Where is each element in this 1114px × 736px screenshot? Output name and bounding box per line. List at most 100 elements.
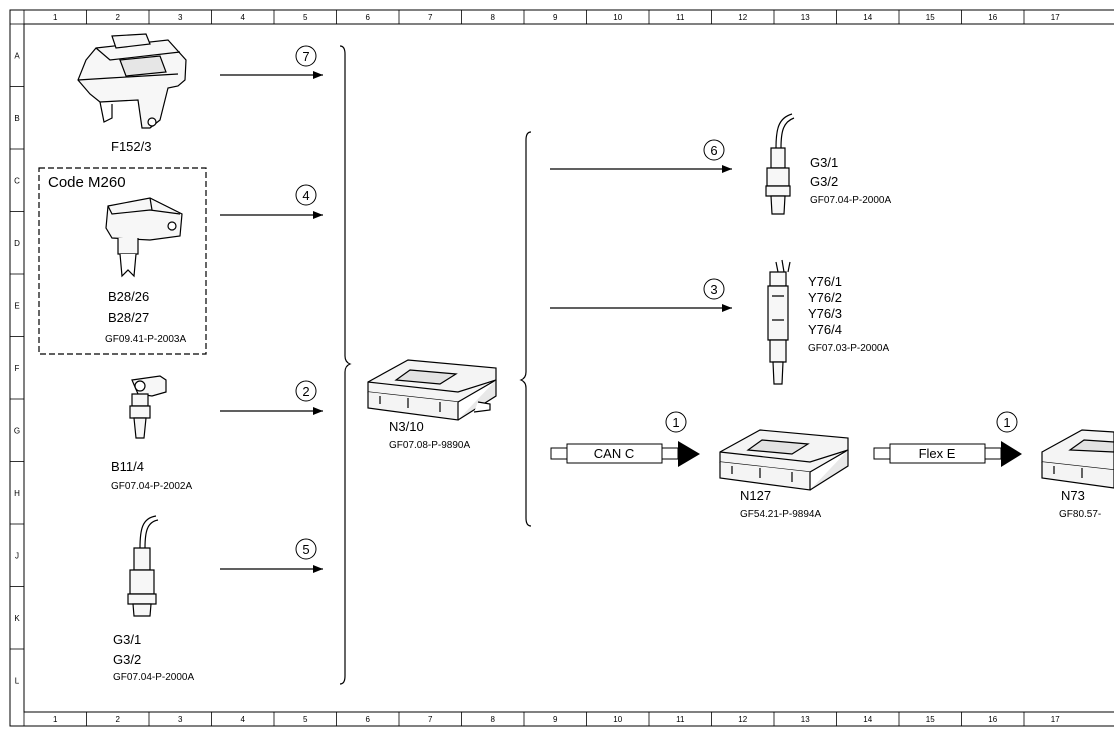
grid-row-letter: J [15, 551, 19, 560]
grid-row-letter: D [14, 239, 20, 248]
g3-left-oxygen-sensor-icon [127, 515, 159, 617]
y76-label-2: Y76/2 [808, 290, 842, 305]
signal-7-number: 7 [302, 49, 309, 64]
grid-column-number: 2 [116, 715, 121, 724]
g3-left-label-2: G3/2 [113, 652, 141, 667]
n3-label: N3/10 [389, 419, 424, 434]
grid-column-number: 7 [428, 13, 433, 22]
code-m260-option-box [38, 167, 207, 355]
n73-control-unit-icon [1041, 429, 1114, 489]
n127-control-unit-icon [719, 429, 849, 491]
grid-column-number: 11 [676, 715, 685, 724]
g3-right-label-1: G3/1 [810, 155, 838, 170]
grid-column-number: 15 [926, 715, 935, 724]
grid-column-number: 12 [738, 13, 747, 22]
grid-column-number: 11 [676, 13, 685, 22]
b28-sensor-icon [105, 197, 183, 278]
n127-ref: GF54.21-P-9894A [740, 509, 821, 520]
grid-column-number: 12 [738, 715, 747, 724]
can-c-label: CAN C [594, 446, 634, 461]
grid-row-letter: E [14, 301, 19, 310]
grid-row-letter: C [14, 176, 20, 185]
grid-column-number: 4 [241, 715, 246, 724]
g3-right-oxygen-sensor-icon [765, 113, 795, 215]
n73-ref: GF80.57- [1059, 509, 1101, 520]
g3-right-ref: GF07.04-P-2000A [810, 195, 891, 206]
grid-column-number: 10 [613, 13, 622, 22]
grid-column-number: 10 [613, 715, 622, 724]
drawing-frame [9, 9, 1114, 727]
signal-5-number: 5 [302, 542, 309, 557]
grid-row-letter: A [14, 51, 20, 60]
f152-component-icon [77, 33, 187, 129]
g3-left-ref: GF07.04-P-2000A [113, 672, 194, 683]
signal-6-number: 6 [710, 143, 717, 158]
n73-label: N73 [1061, 488, 1085, 503]
code-m260-label: Code M260 [48, 174, 126, 191]
grid-row-ruler: A B C D E F G H J K L [10, 23, 24, 685]
grid-row-letter: F [15, 364, 20, 373]
b28-ref: GF09.41-P-2003A [105, 334, 186, 345]
grid-column-number: 9 [553, 13, 558, 22]
input-brace [339, 45, 352, 685]
g3-right-label-2: G3/2 [810, 174, 838, 189]
signal-4-number: 4 [302, 188, 309, 203]
grid-column-number: 1 [53, 13, 58, 22]
grid-column-number: 6 [366, 13, 371, 22]
n3-ref: GF07.08-P-9890A [389, 440, 470, 451]
grid-column-number: 8 [491, 715, 496, 724]
signal-2-number: 2 [302, 384, 309, 399]
flex-e-label: Flex E [919, 446, 956, 461]
signal-1a-number: 1 [672, 415, 679, 430]
grid-column-number: 15 [926, 13, 935, 22]
grid-column-number: 4 [241, 13, 246, 22]
grid-column-number: 9 [553, 715, 558, 724]
y76-label-3: Y76/3 [808, 306, 842, 321]
grid-row-letter: B [14, 114, 19, 123]
grid-column-number: 8 [491, 13, 496, 22]
grid-row-letter: H [14, 489, 20, 498]
signal-arrow-3: 3 [550, 278, 732, 312]
f152-label: F152/3 [111, 139, 151, 154]
y76-injector-icon [767, 259, 791, 385]
grid-column-number: 14 [863, 13, 872, 22]
grid-column-number: 13 [801, 715, 810, 724]
grid-column-number: 14 [863, 715, 872, 724]
n3-control-unit-icon [367, 359, 497, 421]
grid-column-number: 17 [1051, 13, 1060, 22]
b11-label: B11/4 [111, 459, 144, 474]
grid-column-number: 17 [1051, 715, 1060, 724]
b28-label-1: B28/26 [108, 289, 149, 304]
grid-column-number: 6 [366, 715, 371, 724]
signal-3-number: 3 [710, 282, 717, 297]
grid-row-letter: G [14, 426, 20, 435]
g3-left-label-1: G3/1 [113, 632, 141, 647]
flex-e-bus-arrow: Flex E 1 [873, 411, 1022, 467]
can-c-bus-arrow: CAN C 1 [550, 411, 700, 467]
y76-label-4: Y76/4 [808, 322, 842, 337]
grid-column-number: 2 [116, 13, 121, 22]
grid-column-number: 16 [988, 715, 997, 724]
output-brace [519, 131, 532, 527]
grid-column-number: 3 [178, 13, 183, 22]
signal-arrow-2: 2 [220, 380, 323, 415]
signal-arrow-6: 6 [550, 139, 732, 173]
y76-label-1: Y76/1 [808, 274, 842, 289]
signal-arrow-4: 4 [220, 184, 323, 219]
signal-arrow-7: 7 [220, 45, 323, 79]
b11-temperature-sensor-icon [129, 375, 167, 439]
grid-column-number: 13 [801, 13, 810, 22]
b28-label-2: B28/27 [108, 310, 149, 325]
grid-column-number: 1 [53, 715, 58, 724]
grid-row-letter: K [14, 614, 20, 623]
signal-1b-number: 1 [1003, 415, 1010, 430]
grid-column-number: 7 [428, 715, 433, 724]
grid-row-letter: L [15, 676, 20, 685]
y76-ref: GF07.03-P-2000A [808, 343, 889, 354]
signal-arrow-5: 5 [220, 538, 323, 573]
grid-column-number: 16 [988, 13, 997, 22]
grid-column-number: 3 [178, 715, 183, 724]
